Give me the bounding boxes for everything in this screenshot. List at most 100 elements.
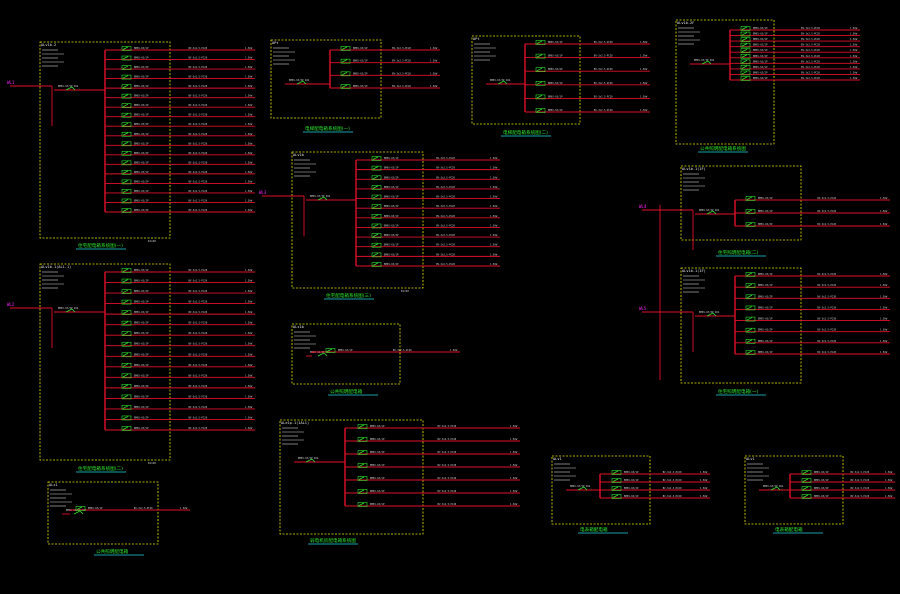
breaker-label: BM65-63/2P (384, 234, 399, 237)
breaker-box (611, 494, 622, 499)
breaker-contact (122, 170, 129, 174)
breaker-box (745, 283, 756, 288)
breaker-label: BM65-63/1P (134, 57, 149, 60)
breaker-box (357, 502, 368, 507)
cable-spec-label: BV-3x2.5-PC20 (188, 57, 207, 60)
breaker-label: BM65-63/1P (548, 95, 563, 98)
incoming-label: WL4 (639, 204, 647, 209)
cable-spec-label: BV-3x2.5-PC20 (436, 167, 455, 170)
cable-spec-label: BV-3x2.5-PC20 (188, 311, 207, 314)
breaker-box (357, 489, 368, 494)
cable-spec-label: BV-3x2.5-PC20 (801, 44, 820, 47)
breaker-label: BM65-63/1P (384, 224, 399, 227)
breaker-label: BM65-63/1P (758, 273, 773, 276)
breaker-contact (741, 54, 748, 58)
load-label: 1.5kW (850, 77, 858, 80)
breaker-contact (341, 71, 348, 76)
breaker-contact (746, 328, 753, 332)
breaker-box (371, 252, 382, 258)
breaker-label: BM65-63/1P (134, 406, 149, 409)
breaker-contact (358, 502, 365, 506)
breaker-label: BM65-63/1P (753, 66, 768, 69)
load-label: 1.5kW (510, 451, 518, 454)
breaker-box (121, 278, 132, 284)
breaker-contact (372, 156, 379, 160)
load-label: 1.5kW (700, 487, 708, 490)
load-label: 1.5kW (640, 95, 648, 98)
cable-spec-label: BV-3x2.5-PC20 (850, 487, 869, 490)
cable-spec-label: BV-3x2.5-PC20 (188, 161, 207, 164)
breaker-contact (372, 214, 379, 218)
breaker-contact (122, 180, 129, 184)
breaker-label: BM65-63/1P (134, 76, 149, 79)
cable-spec-label: BV-3x2.5-PC20 (188, 142, 207, 145)
main-breaker-label: BM65-63/3P 40A (289, 79, 310, 82)
breaker-contact (122, 84, 129, 88)
breaker-label: BM65-63/1P (758, 197, 773, 200)
breaker-contact (536, 108, 543, 112)
load-label: 1.5kW (510, 503, 518, 506)
breaker-contact (741, 59, 748, 64)
breaker-label: BM65-63/2P (814, 487, 829, 490)
panel-tag: K1=40 (401, 289, 409, 293)
breaker-label: BM65-63/1P (134, 269, 149, 272)
breaker-contact (341, 84, 348, 88)
breaker-contact (536, 40, 543, 44)
breaker-label: BM65-63/1P (134, 427, 149, 430)
cable-spec-label: BV-3x2.5-PC20 (663, 495, 682, 498)
load-label: 1.5kW (490, 253, 498, 256)
breaker-label: BM65-63/1P (134, 395, 149, 398)
breaker-box (740, 26, 751, 31)
load-label: 1.5kW (880, 197, 888, 200)
load-label: 1.5kW (245, 301, 253, 304)
breaker-box (535, 53, 546, 59)
breaker-label: BM65-63/1P (758, 351, 773, 354)
breaker-label: BM65-63/1P (353, 60, 368, 63)
cable-spec-label: BV-3x2.5-PC20 (438, 477, 457, 480)
breaker-box (745, 327, 756, 333)
breaker-box (357, 463, 368, 468)
breaker-label: BM65-63/1P (134, 161, 149, 164)
breaker-contact (122, 352, 129, 357)
breaker-label: BM65-63/2P (384, 205, 399, 208)
breaker-contact (122, 310, 129, 314)
breaker-label: BM65-63/1P (134, 332, 149, 335)
breaker-label: BM65-63/1P (753, 44, 768, 47)
load-label: 1.5kW (880, 306, 888, 309)
panel-header: ALv1b-1(1F) (682, 269, 706, 273)
load-label: 1.5kW (510, 425, 518, 428)
breaker-contact (122, 56, 129, 60)
cable-spec-label: BV-3x2.5-PC20 (594, 82, 613, 85)
cable-spec-label: BV-3x2.5-PC20 (801, 60, 820, 63)
breaker-contact (122, 141, 129, 146)
breaker-label: BM65-63/2P (134, 180, 149, 183)
breaker-contact (122, 46, 129, 50)
cable-spec-label: BV-3x2.5-PC20 (801, 71, 820, 74)
breaker-label: BM65-63/1P (384, 215, 399, 218)
load-label: 1.5kW (700, 495, 708, 498)
cable-spec-label: BV-3x2.5-PC20 (188, 85, 207, 88)
load-label: 1.5kW (245, 199, 253, 202)
cable-spec-label: BV-3x2.5-PC20 (850, 471, 869, 474)
breaker-label: BM65-63/1P (134, 199, 149, 202)
breaker-contact (746, 272, 753, 276)
panel-frame (39, 41, 171, 239)
breaker-label: BM65-63/1P (134, 364, 149, 367)
cable-spec-label: BV-3x2.5-PC20 (188, 427, 207, 430)
load-label: 1.5kW (430, 85, 438, 88)
breaker-box (121, 208, 132, 213)
